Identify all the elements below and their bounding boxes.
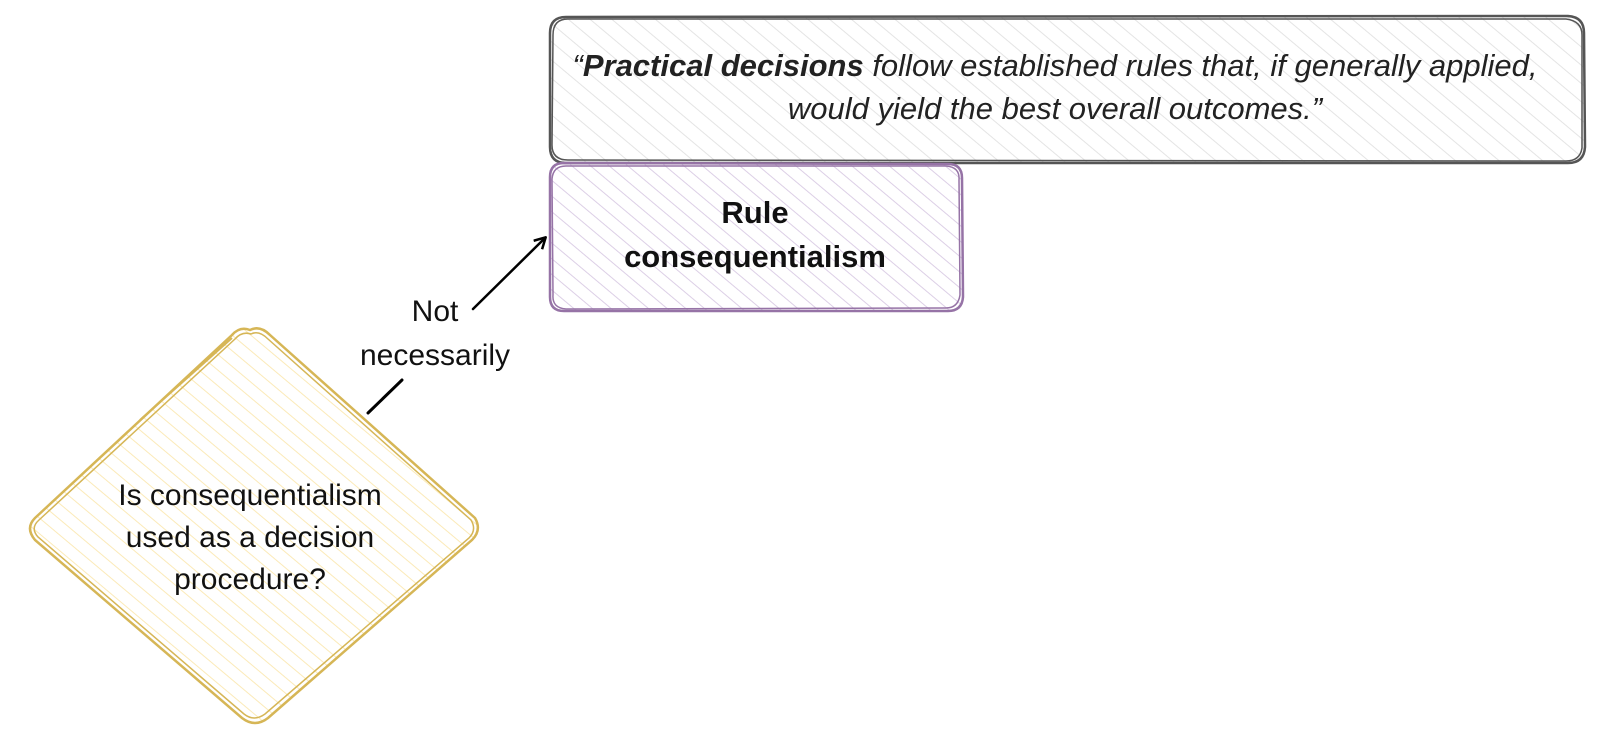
diamond-label-line3: procedure? [174,563,326,596]
edge-label-line1: Not [407,295,463,328]
rule-label-line1: Rule [721,195,789,230]
diamond-label-line1: Is consequentialism [118,479,382,512]
edge-label: Not necessarily [330,290,540,378]
decision-diamond [28,327,480,725]
diamond-label: Is consequentialism used as a decision p… [80,475,420,601]
diamond-label-line2: used as a decision [125,521,375,554]
rule-consequentialism-box [548,161,965,313]
rule-label-line2: consequentialism [624,239,886,274]
quote-rest-text: follow established rules that, if genera… [787,48,1538,126]
quote-open-mark: “ [572,48,583,83]
connector-arrow [366,238,545,415]
edge-label-line2: necessarily [355,339,515,372]
quote-bold-text: Practical decisions [582,48,864,83]
rule-box-label: Rule consequentialism [550,191,960,279]
quote-text: “Practical decisions follow established … [560,44,1550,130]
quote-box [548,14,1587,165]
